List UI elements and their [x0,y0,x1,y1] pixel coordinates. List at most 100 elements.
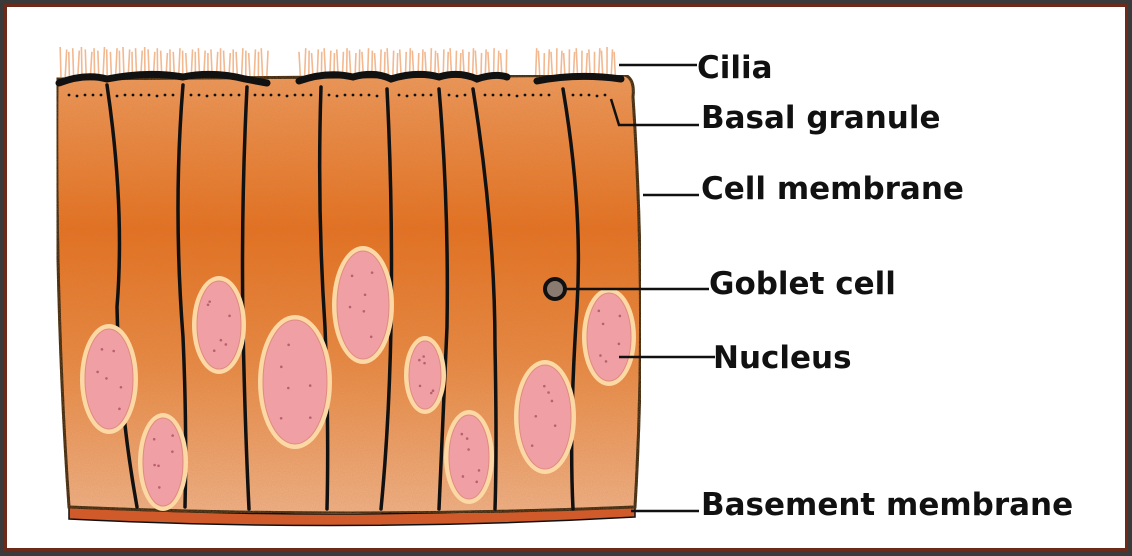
chromatin-dot [208,300,211,303]
chromatin-dot [225,343,228,346]
basal-granule [352,94,355,97]
basal-granule [148,94,151,97]
basal-granule [596,95,599,98]
cilium [576,48,577,77]
chromatin-dot [551,400,554,403]
chromatin-dot [478,469,481,472]
cilium [611,49,612,77]
cilium [242,48,243,77]
chromatin-dot [280,417,283,420]
basal-granule [360,94,363,97]
chromatin-dot [467,448,470,451]
basal-granule [278,94,281,97]
basal-granule [294,94,297,97]
basal-granule [84,94,87,97]
nucleus [337,251,389,359]
cilium [614,52,615,77]
basal-granule [328,94,331,97]
cilium [473,48,474,77]
nucleus [85,329,133,429]
ciliated-epithelium-diagram: Cilia Basal granule Cell membrane Goblet… [7,7,1132,556]
cilium [123,47,124,77]
chromatin-dot [228,315,231,318]
basal-granule [540,94,543,97]
basal-granule [100,94,103,97]
chromatin-dot [153,464,156,467]
cilium [599,48,600,77]
chromatin-dot [153,438,156,441]
basal-granule [422,94,425,97]
basal-granule [580,94,583,97]
cilium [69,52,70,77]
basal-granule [604,94,607,97]
cilium [485,49,486,77]
chromatin-dot [158,486,161,489]
chromatin-dot [309,384,312,387]
chromatin-dot [171,450,174,453]
basal-granule [572,94,575,97]
chromatin-dot [466,437,469,440]
chromatin-dot [157,464,160,467]
goblet-cell [545,279,565,299]
basal-granule [214,94,217,97]
cilium [601,51,602,77]
basal-granule [448,94,451,97]
nucleus [143,418,183,506]
basal-granule [516,95,519,98]
chromatin-dot [101,348,104,351]
basal-granule [270,94,273,97]
chromatin-dot [618,343,621,346]
label-basal-granule: Basal granule [701,100,941,136]
label-basement-membrane: Basement membrane [701,487,1073,523]
cilium [98,51,99,77]
basal-granule [524,94,527,97]
chromatin-dot [423,362,426,365]
chromatin-dot [547,391,550,394]
chromatin-dot [461,433,464,436]
chromatin-dot [475,481,478,484]
label-goblet-cell: Goblet cell [709,266,896,302]
basal-granule [310,94,313,97]
cilium [305,48,306,77]
cilium [312,53,313,77]
cilium [261,48,262,77]
chromatin-dot [371,271,374,274]
chromatin-dot [112,350,115,353]
basal-granule [456,95,459,98]
cilium [538,51,539,77]
basal-granule [172,94,175,97]
chromatin-dot [213,349,216,352]
cilium [481,53,482,77]
chromatin-dot [105,377,108,380]
chromatin-dot [422,355,425,358]
cilium [387,48,388,77]
basal-granule [140,94,143,97]
chromatin-dot [287,344,290,347]
cilium [85,49,86,77]
basal-granule [190,94,193,97]
cilium [551,52,552,77]
basal-granule [376,95,379,98]
nucleus [449,415,489,499]
basal-granule [588,94,591,97]
cilium [81,47,82,77]
chromatin-dot [207,303,210,306]
cilium [103,47,104,77]
cilium [536,48,537,77]
basal-granule [484,94,487,97]
basal-granule [532,94,535,97]
chromatin-dot [220,339,223,342]
basal-granule [222,94,225,97]
chromatin-dot [364,293,367,296]
chromatin-dot [543,385,546,388]
chromatin-dot [599,354,602,357]
figure-frame: Cilia Basal granule Cell membrane Goblet… [4,4,1128,551]
cilium [110,52,111,77]
cilium [236,52,237,77]
basal-granule [414,94,417,97]
cilium [73,48,74,77]
nucleus [587,293,631,381]
basal-granule [124,94,127,97]
cilium [78,51,79,77]
basal-granule [492,94,495,97]
